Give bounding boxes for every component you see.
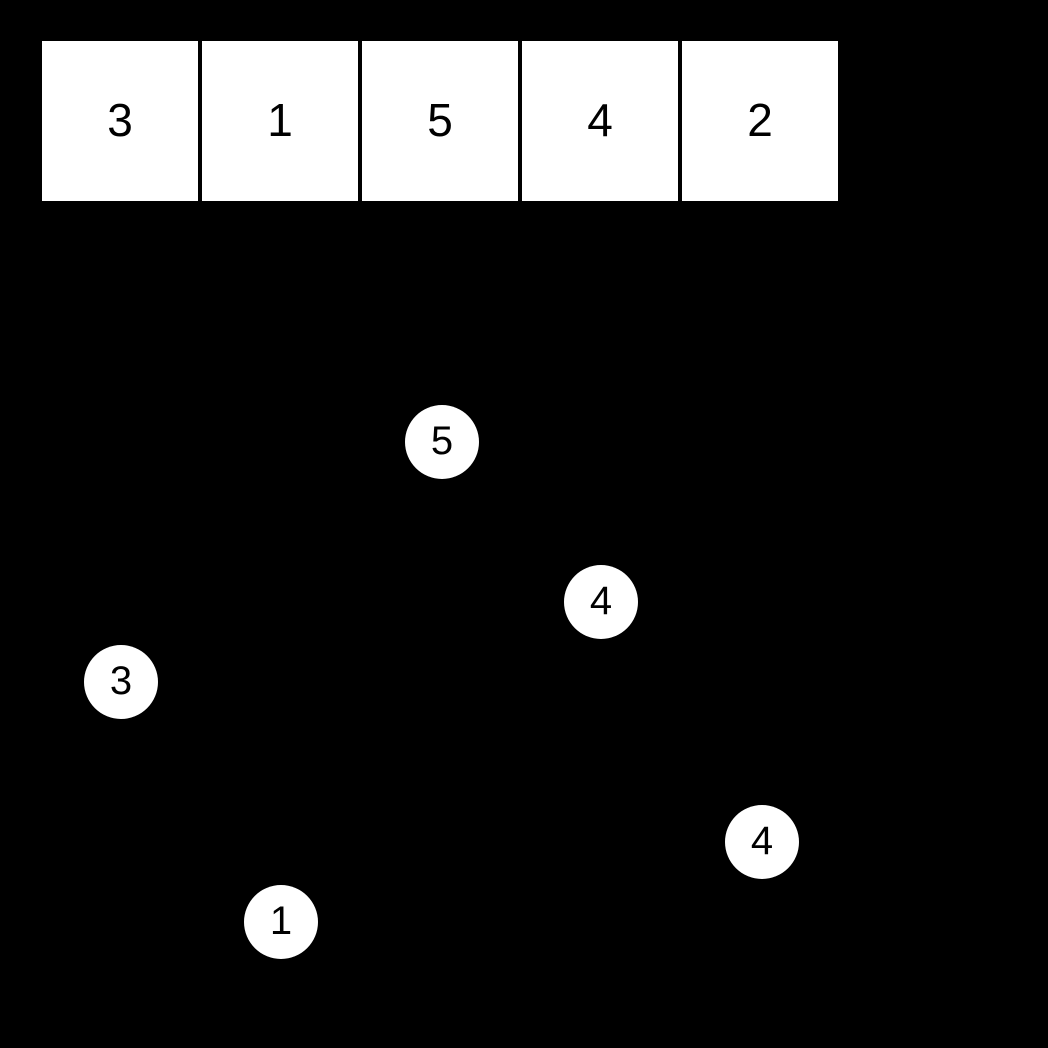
node-circle-1[interactable]: 4 <box>564 565 638 639</box>
node-circle-0[interactable]: 5 <box>405 405 479 479</box>
node-circle-3[interactable]: 4 <box>725 805 799 879</box>
array-cell-0[interactable]: 3 <box>42 41 198 201</box>
array-cell-3[interactable]: 4 <box>522 41 678 201</box>
array-cell-value: 3 <box>107 94 133 146</box>
node-label: 4 <box>750 819 774 863</box>
array-cell-2[interactable]: 5 <box>362 41 518 201</box>
array-cell-1[interactable]: 1 <box>202 41 358 201</box>
array-row: 3 1 5 4 2 <box>42 41 838 201</box>
node-circle-4[interactable]: 1 <box>244 885 318 959</box>
node-label: 4 <box>589 579 613 623</box>
node-label: 1 <box>269 899 293 943</box>
array-cell-value: 5 <box>427 94 453 146</box>
array-cell-4[interactable]: 2 <box>682 41 838 201</box>
array-cell-value: 2 <box>747 94 773 146</box>
array-cell-value: 1 <box>267 94 293 146</box>
node-label: 3 <box>109 659 133 703</box>
node-label: 5 <box>430 419 454 463</box>
node-circle-2[interactable]: 3 <box>84 645 158 719</box>
array-cell-value: 4 <box>587 94 613 146</box>
